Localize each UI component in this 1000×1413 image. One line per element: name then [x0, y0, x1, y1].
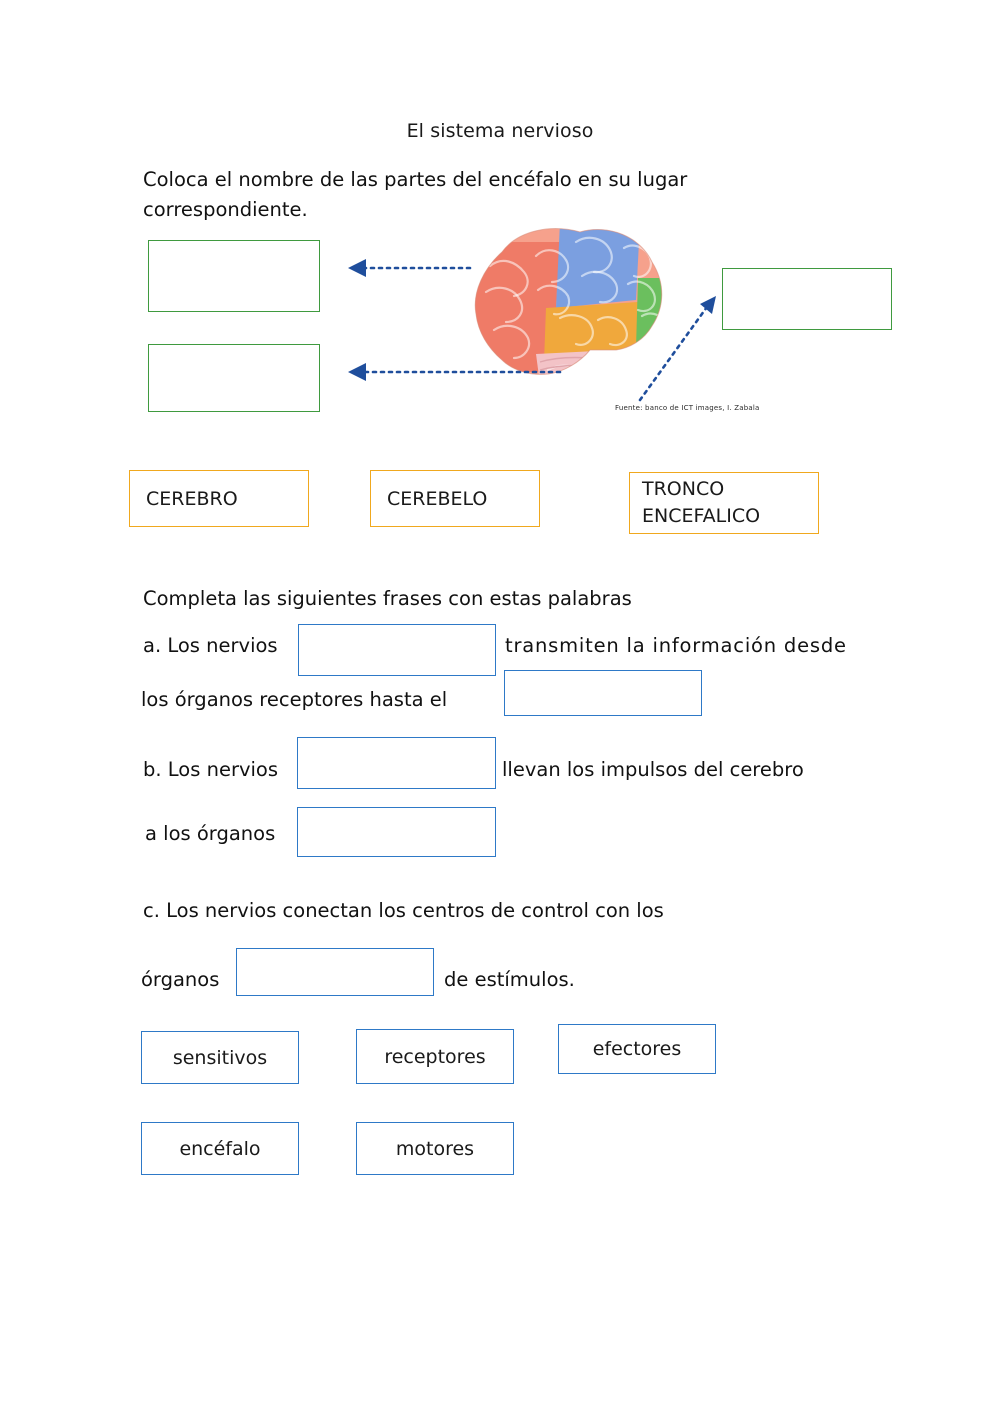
word-chip-receptores[interactable]: receptores [356, 1029, 514, 1084]
drop-box-right[interactable] [722, 268, 892, 330]
drop-box-top-left[interactable] [148, 240, 320, 312]
sentence-c-part3: de estímulos. [444, 968, 575, 991]
sentence-b-part1: b. Los nervios [143, 758, 279, 781]
word-chip-encefalo[interactable]: encéfalo [141, 1122, 299, 1175]
sentence-a-part2: transmiten la información desde [505, 634, 847, 657]
blank-b2[interactable] [297, 807, 496, 857]
image-credit: Fuente: banco de ICT images, I. Zabala [615, 404, 760, 412]
word-chip-efectores-label: efectores [592, 1038, 682, 1060]
sentence-b-part3: a los órganos [145, 822, 276, 845]
sentence-a-part1: a. Los nervios [143, 634, 278, 657]
sentence-c-part2: órganos [141, 968, 220, 991]
blank-b1[interactable] [297, 737, 496, 789]
brain-image [474, 228, 663, 375]
word-chip-sensitivos[interactable]: sensitivos [141, 1031, 299, 1084]
word-chip-motores-label: motores [395, 1137, 475, 1160]
brain-illustration: Fuente: banco de ICT images, I. Zabala [440, 222, 759, 412]
word-chip-cerebro[interactable]: CEREBRO [129, 470, 309, 527]
word-chip-cerebelo-label: CEREBELO [387, 487, 488, 510]
arrow-head-right [700, 296, 716, 314]
section1-instruction-line1: Coloca el nombre de las partes del encéf… [143, 168, 688, 191]
word-chip-sensitivos-label: sensitivos [172, 1046, 268, 1069]
section1-instruction-line2: correspondiente. [143, 198, 308, 221]
arrow-head-top [348, 259, 366, 277]
word-chip-encefalo-label: encéfalo [179, 1137, 261, 1160]
word-chip-tronco-line1: TRONCO [642, 478, 725, 500]
drop-box-bottom-left[interactable] [148, 344, 320, 412]
page-title: El sistema nervioso [406, 120, 594, 142]
word-chip-efectores[interactable]: efectores [558, 1024, 716, 1074]
blank-a2[interactable] [504, 670, 702, 716]
word-chip-tronco-line2: ENCEFALICO [642, 505, 761, 527]
sentence-c-part1: c. Los nervios conectan los centros de c… [143, 899, 664, 922]
arrow-head-bottom [348, 363, 366, 381]
word-chip-tronco-encefalico[interactable]: TRONCO ENCEFALICO [629, 472, 819, 534]
sentence-b-part2: llevan los impulsos del cerebro [502, 758, 804, 781]
section1-instruction: Coloca el nombre de las partes del encéf… [143, 165, 783, 225]
word-chip-receptores-label: receptores [384, 1045, 486, 1068]
arrow-line-right [638, 298, 714, 402]
word-chip-tronco-encefalico-label: TRONCO ENCEFALICO [642, 476, 760, 530]
blank-a1[interactable] [298, 624, 496, 676]
blank-c1[interactable] [236, 948, 434, 996]
word-chip-cerebelo[interactable]: CEREBELO [370, 470, 540, 527]
word-chip-motores[interactable]: motores [356, 1122, 514, 1175]
section2-instruction: Completa las siguientes frases con estas… [143, 587, 632, 610]
word-chip-cerebro-label: CEREBRO [146, 487, 238, 510]
sentence-a-part3: los órganos receptores hasta el [141, 688, 448, 711]
